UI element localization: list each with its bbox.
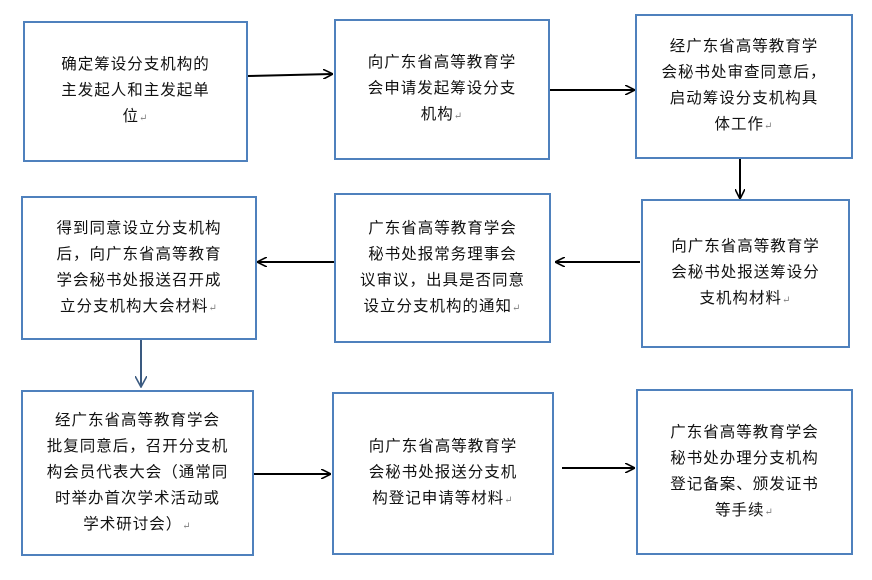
step-6-box: 得到同意设立分支机构 后，向广东省高等教育 学会秘书处报送召开成 立分支机构大会… (21, 196, 257, 340)
step-5-text: 广东省高等教育学会 秘书处报常务理事会 议审议，出具是否同意 设立分支机构的通知 (359, 218, 525, 315)
paragraph-mark-icon: ↵ (139, 113, 149, 124)
step-9-box: 广东省高等教育学会 秘书处办理分支机构 登记备案、颁发证书 等手续↵ (636, 389, 853, 555)
step-1-box: 确定筹设分支机构的 主发起人和主发起单 位↵ (23, 21, 248, 162)
paragraph-mark-icon: ↵ (504, 495, 514, 506)
step-4-text: 向广东省高等教育学 会秘书处报送筹设分 支机构材料 (671, 237, 820, 307)
paragraph-mark-icon: ↵ (182, 520, 192, 532)
step-2-box: 向广东省高等教育学 会申请发起筹设分支 机构↵ (334, 19, 550, 160)
step-6-text: 得到同意设立分支机构 后，向广东省高等教育 学会秘书处报送召开成 立分支机构大会… (56, 218, 222, 315)
step-5-box: 广东省高等教育学会 秘书处报常务理事会 议审议，出具是否同意 设立分支机构的通知… (334, 193, 551, 343)
step-1-text: 确定筹设分支机构的 主发起人和主发起单 位 (61, 55, 210, 125)
arrow-s1-to-s2 (247, 74, 332, 76)
step-2-text: 向广东省高等教育学 会申请发起筹设分支 机构 (367, 53, 517, 123)
paragraph-mark-icon: ↵ (453, 111, 464, 122)
step-9-text: 广东省高等教育学会 秘书处办理分支机构 登记备案、颁发证书 等手续 (670, 422, 819, 519)
step-4-box: 向广东省高等教育学 会秘书处报送筹设分 支机构材料↵ (641, 199, 850, 348)
paragraph-mark-icon: ↵ (782, 295, 792, 306)
paragraph-mark-icon: ↵ (764, 121, 774, 132)
step-3-text: 经广东省高等教育学 会秘书处审查同意后， 启动筹设分支机构具 体工作 (661, 37, 827, 133)
paragraph-mark-icon: ↵ (208, 302, 218, 314)
step-8-text: 向广东省高等教育学 会秘书处报送分支机 构登记申请等材料 (368, 437, 518, 507)
step-7-text: 经广东省高等教育学会 批复同意后，召开分支机 构会员代表大会（通常同 时举办首次… (46, 410, 229, 533)
paragraph-mark-icon: ↵ (512, 302, 522, 314)
step-8-box: 向广东省高等教育学 会秘书处报送分支机 构登记申请等材料↵ (332, 392, 554, 555)
paragraph-mark-icon: ↵ (764, 506, 774, 518)
step-7-box: 经广东省高等教育学会 批复同意后，召开分支机 构会员代表大会（通常同 时举办首次… (21, 390, 254, 556)
step-3-box: 经广东省高等教育学 会秘书处审查同意后， 启动筹设分支机构具 体工作↵ (635, 14, 853, 159)
